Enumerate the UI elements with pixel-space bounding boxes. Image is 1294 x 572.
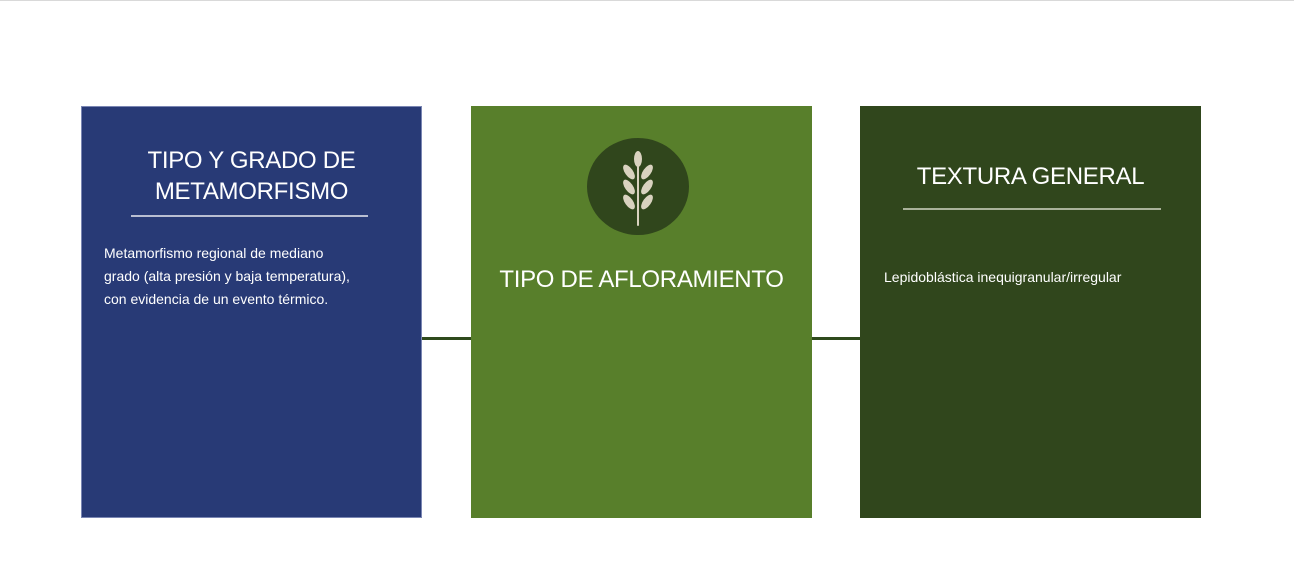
icon-badge xyxy=(587,138,689,235)
card-description-line-2: grado (alta presión y baja temperatura), xyxy=(104,268,350,284)
card-tipo-grado-metamorfismo: TIPO Y GRADO DE METAMORFISMO Metamorfism… xyxy=(81,106,422,518)
card-description-line-3: con evidencia de un evento térmico. xyxy=(104,291,329,307)
card-title: TIPO DE AFLORAMIENTO xyxy=(499,266,784,293)
card-tipo-afloramiento: TIPO DE AFLORAMIENTO xyxy=(471,106,812,518)
card-title-line-2: METAMORFISMO xyxy=(154,178,349,205)
card-title-line-1: TIPO Y GRADO DE xyxy=(147,147,356,174)
card-description: Lepidoblástica inequigranular/irregular xyxy=(884,269,1122,285)
connector-line-left xyxy=(421,337,472,340)
title-underline xyxy=(903,208,1161,210)
card-textura-general: TEXTURA GENERAL Lepidoblástica inequigra… xyxy=(860,106,1201,518)
card-title: TEXTURA GENERAL xyxy=(916,163,1145,190)
connector-line-right xyxy=(811,337,861,340)
wheat-icon xyxy=(623,151,653,226)
card-title: TIPO Y GRADO DE METAMORFISMO xyxy=(82,145,421,207)
title-underline xyxy=(131,215,368,217)
card-description-line-1: Metamorfismo regional de mediano xyxy=(104,245,324,261)
top-divider xyxy=(0,0,1294,1)
card-description: Metamorfismo regional de mediano grado (… xyxy=(104,242,404,311)
